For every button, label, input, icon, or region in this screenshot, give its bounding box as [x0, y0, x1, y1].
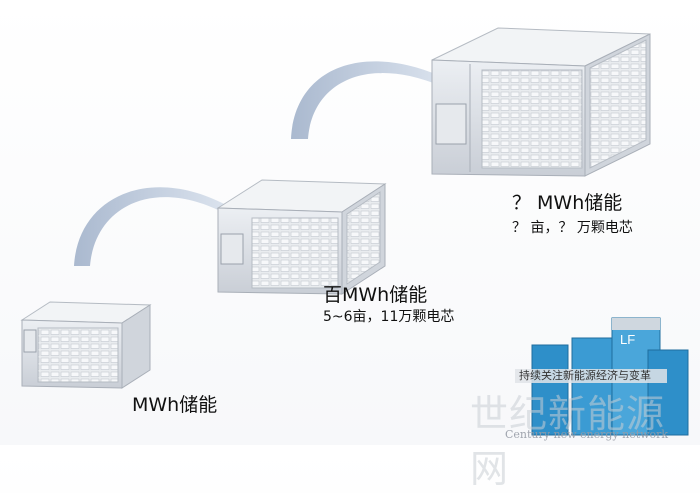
stage-1-title: MWh储能 — [132, 394, 218, 416]
stage-2-subtitle: 5~6亩，11万颗电芯 — [323, 309, 455, 325]
watermark-brand-en: Century new energy network — [505, 428, 669, 441]
energy-storage-scale-figure: LF MWh储能 百MWh储能 5~6亩，11万颗电芯 ？ MWh储能 ？ 亩，… — [20, 27, 689, 491]
battery-cells-image: LF — [531, 317, 689, 436]
container-large — [431, 27, 651, 177]
container-small — [20, 301, 152, 389]
product-logo: LF — [620, 332, 635, 347]
stage-2-title: 百MWh储能 — [323, 284, 428, 306]
growth-arc-1 — [74, 187, 226, 266]
stage-3-subtitle: ？ 亩，？ 万颗电芯 — [512, 220, 633, 236]
watermark-tagline: 持续关注新能源经济与变革 — [515, 369, 667, 383]
container-medium — [216, 179, 387, 295]
stage-3-title: ？ MWh储能 — [512, 192, 623, 214]
growth-arc-2 — [291, 61, 445, 139]
illustration: LF — [20, 27, 689, 436]
